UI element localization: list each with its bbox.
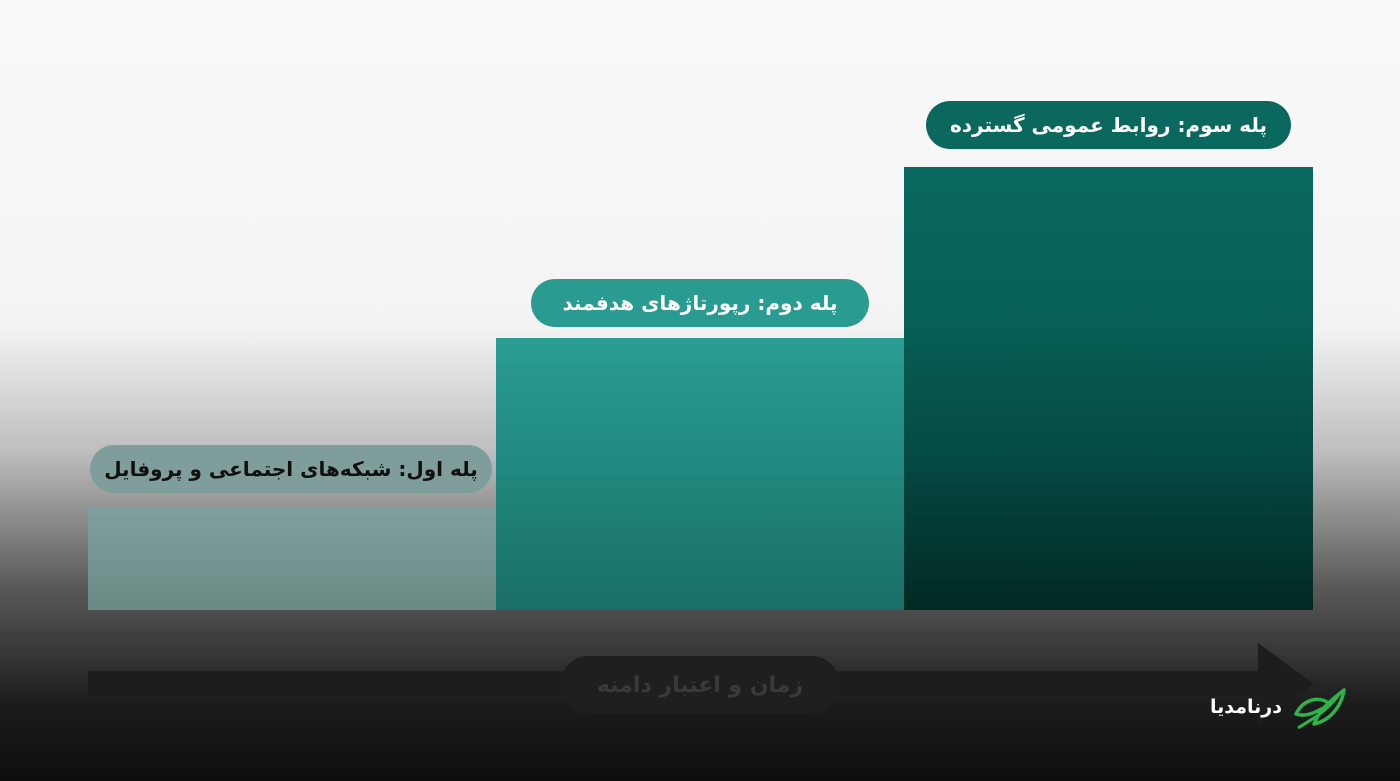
step-3-label: پله سوم: روابط عمومی گسترده <box>926 101 1291 149</box>
step-2-block <box>496 338 904 610</box>
step-1-label: پله اول: شبکه‌های اجتماعی و پروفایل <box>90 445 492 493</box>
step-3-block <box>904 167 1313 610</box>
brand-name: درنامدیا <box>1210 696 1282 718</box>
brand-logo: درنامدیا <box>1210 683 1355 731</box>
axis-label: زمان و اعتبار دامنه <box>560 656 840 714</box>
step-2-label: پله دوم: رپورتاژهای هدفمند <box>531 279 869 327</box>
step-1-block <box>88 507 496 610</box>
leaf-icon <box>1294 688 1346 730</box>
